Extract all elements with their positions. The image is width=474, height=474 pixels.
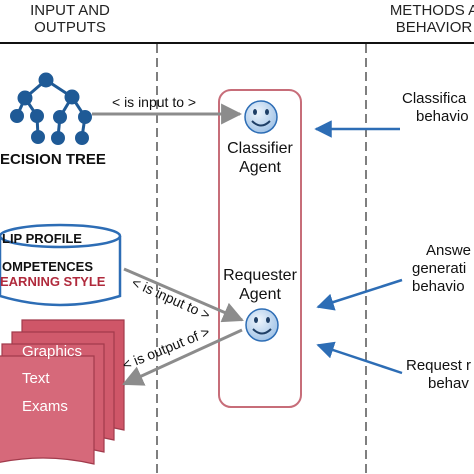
classification-behavior-line-1: Classifica [402,90,467,107]
answer-behavior-line-3: behavio [412,278,465,295]
left-column-header: INPUT AND OUTPUTS [0,2,140,36]
agent-container [218,89,302,408]
classification-behavior-line-2: behavio [416,108,469,125]
document-label-exams: Exams [22,398,68,415]
classifier-agent-line-1: Classifier [227,140,293,157]
classifier-agent-label: Classifier Agent [219,139,301,177]
classification-behavior-label: Classifica behavio [402,90,469,126]
requester-agent-line-2: Agent [239,286,281,303]
requester-agent-line-1: Requester [223,267,297,284]
answer-generation-behavior-label: Answe generati behavio [412,242,471,296]
document-label-text: Text [22,370,50,387]
requester-agent-label: Requester Agent [214,266,306,304]
profile-db-line-2: EARNING STYLE [0,274,106,289]
decision-tree-label: ECISION TREE [0,151,106,168]
classifier-agent-line-2: Agent [239,159,281,176]
left-header-line-2: OUTPUTS [34,19,106,36]
decision-tree-icon [10,72,92,145]
answer-behavior-line-1: Answe [426,242,472,259]
profile-db-title: LIP PROFILE [2,231,82,246]
left-header-line-1: INPUT AND [30,2,110,19]
request-behavior-line-2: behav [428,375,469,392]
profile-database-icon [0,223,122,307]
document-label-graphics: Graphics [22,343,83,360]
answer-behavior-line-2: generati [412,260,467,277]
arrow-answer-behavior [316,278,403,311]
right-header-line-1: METHODS A [389,2,474,19]
right-column-header: METHODS A BEHAVIOR [384,2,474,36]
documents-stack-icon [0,319,125,465]
relation-label-input-classifier: < is input to > [112,94,197,110]
arrow-request-behavior [316,341,403,375]
right-header-line-2: BEHAVIOR [395,19,473,36]
requester-smiley-icon [245,308,279,342]
request-behavior-line-1: Request r [406,357,472,374]
request-behavior-label: Request r behav [406,357,471,393]
profile-db-line-1: OMPETENCES [2,259,94,274]
arrow-requester-to-documents [122,328,243,386]
classifier-smiley-icon [244,100,278,134]
arrow-profile-to-requester [123,267,244,323]
